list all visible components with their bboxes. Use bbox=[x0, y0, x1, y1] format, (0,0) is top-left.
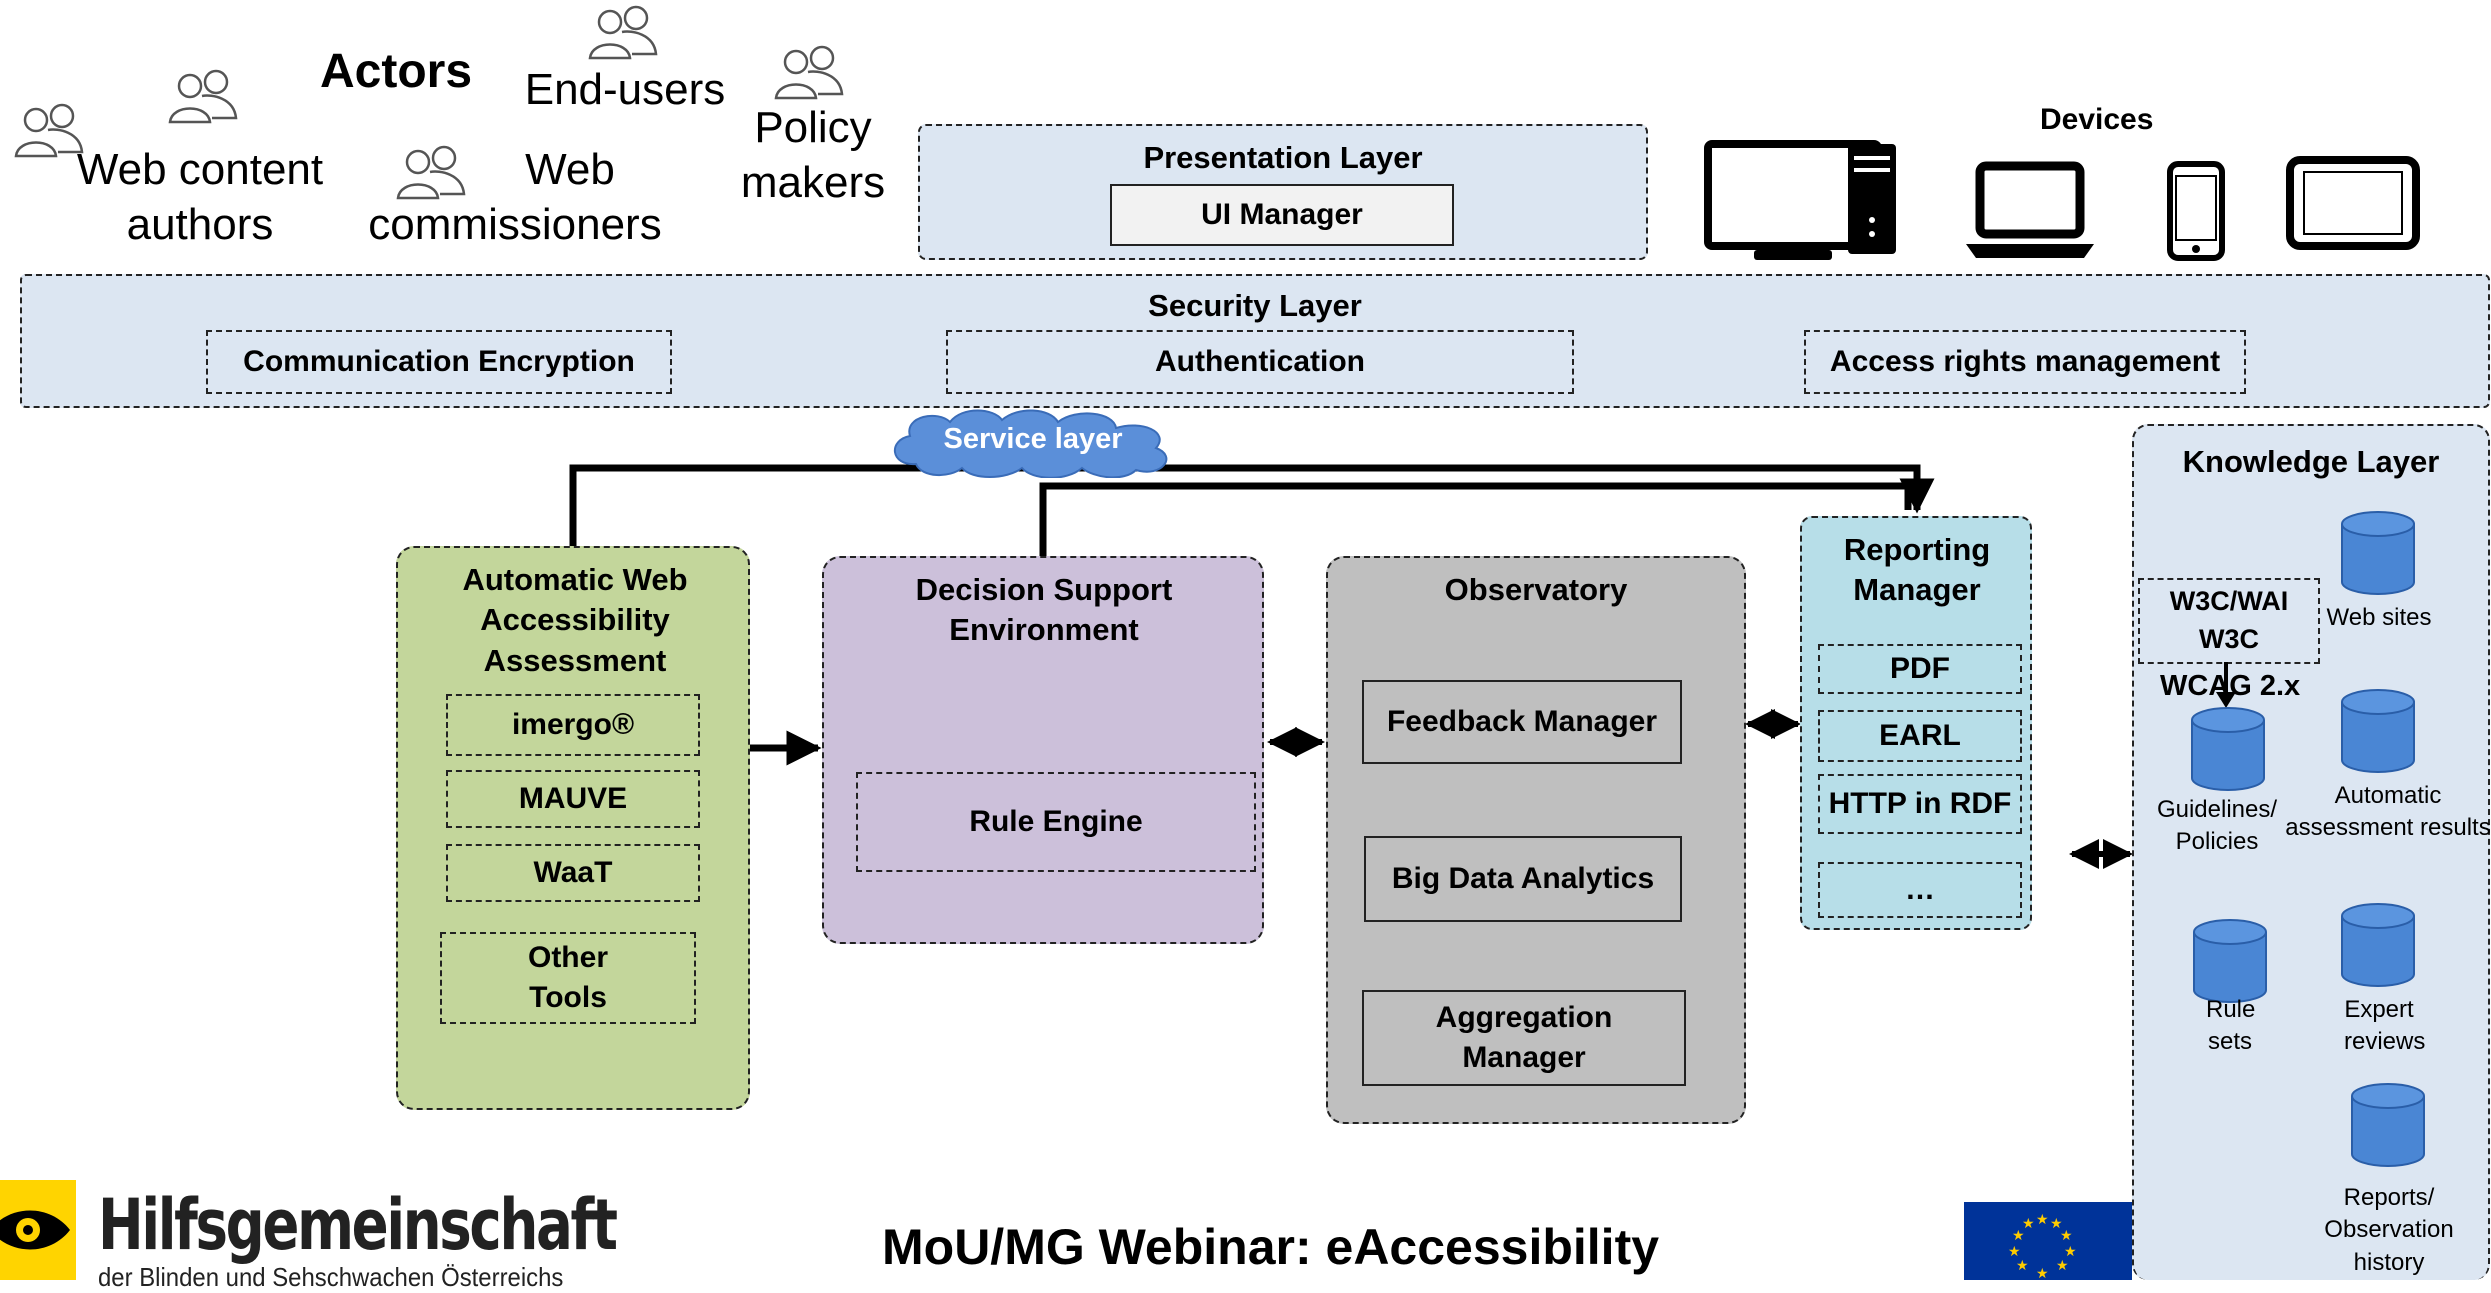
knowledge-layer-title: Knowledge Layer bbox=[2182, 444, 2440, 479]
webinar-title: MoU/MG Webinar: eAccessibility bbox=[882, 1219, 1660, 1275]
svg-text:★: ★ bbox=[2036, 1212, 2049, 1228]
format-earl: EARL bbox=[1818, 710, 2022, 762]
user-group-icon bbox=[168, 69, 238, 124]
smartphone-icon bbox=[2167, 161, 2225, 261]
actors-heading: Actors bbox=[320, 45, 473, 98]
actor-end-users: End-users bbox=[524, 65, 726, 114]
format-pdf: PDF bbox=[1818, 644, 2022, 694]
svg-text:★: ★ bbox=[2022, 1216, 2035, 1232]
authentication: Authentication bbox=[946, 330, 1574, 394]
user-group-icon bbox=[774, 45, 844, 100]
service-layer-label: Service layer bbox=[943, 422, 1123, 455]
tablet-icon bbox=[2286, 156, 2420, 250]
tower-pc-icon bbox=[1848, 144, 1896, 254]
service-bus-line-decision bbox=[1039, 482, 1912, 556]
actor-web-commissioners: Web commissioners bbox=[368, 145, 662, 249]
store-automatic-assessment-results: Automatic assessment results bbox=[2285, 782, 2491, 842]
svg-text:★: ★ bbox=[2060, 1228, 2073, 1244]
reporting-manager-panel: Reporting Manager PDF EARL HTTP in RDF … bbox=[1800, 516, 2032, 930]
presentation-layer-title: Presentation Layer bbox=[1143, 140, 1423, 175]
communication-encryption: Communication Encryption bbox=[206, 330, 672, 394]
big-data-analytics: Big Data Analytics bbox=[1364, 836, 1682, 922]
w3c-wai-box: W3C/WAI W3C bbox=[2138, 578, 2320, 664]
svg-text:★: ★ bbox=[2056, 1258, 2069, 1274]
feedback-manager: Feedback Manager bbox=[1362, 680, 1682, 764]
svg-text:★: ★ bbox=[2008, 1244, 2021, 1260]
decision-support-panel: Decision Support Environment Rule Engine bbox=[822, 556, 1264, 944]
tool-imergo: imergo® bbox=[446, 694, 700, 756]
database-icon bbox=[2341, 511, 2415, 595]
user-group-icon bbox=[14, 103, 84, 158]
actor-web-content-authors: Web content authors bbox=[76, 145, 324, 249]
observatory-title: Observatory bbox=[1444, 572, 1628, 607]
database-icon bbox=[2341, 903, 2415, 987]
database-icon bbox=[2193, 919, 2267, 1003]
access-rights-management: Access rights management bbox=[1804, 330, 2246, 394]
store-reports-observation-history: Reports/ Observation history bbox=[2324, 1184, 2454, 1276]
tool-other: Other Tools bbox=[440, 932, 696, 1024]
knowledge-layer-panel: Knowledge Layer W3C/WAI W3C WCAG 2.x Web… bbox=[2132, 424, 2491, 1280]
svg-text:★: ★ bbox=[2050, 1216, 2063, 1232]
ui-manager: UI Manager bbox=[1110, 184, 1454, 246]
database-icon bbox=[2191, 707, 2265, 791]
eu-flag-icon: ★★★ ★★ ★★ ★★ ★ bbox=[1964, 1202, 2132, 1280]
wcag-arrow-icon bbox=[2216, 662, 2236, 708]
tool-mauve: MAUVE bbox=[446, 770, 700, 828]
actor-policy-makers: Policy makers bbox=[740, 103, 886, 207]
assessment-title: Automatic Web Accessibility Assessment bbox=[462, 562, 688, 678]
store-expert-reviews: Expert reviews bbox=[2344, 996, 2426, 1056]
tool-waat: WaaT bbox=[446, 844, 700, 902]
security-layer: Security Layer Communication Encryption … bbox=[20, 274, 2490, 408]
service-layer-cloud bbox=[893, 409, 1168, 478]
format-http-in-rdf: HTTP in RDF bbox=[1818, 774, 2022, 834]
observatory-panel: Observatory Feedback Manager Big Data An… bbox=[1326, 556, 1746, 1124]
database-icon bbox=[2351, 1083, 2425, 1167]
rule-engine: Rule Engine bbox=[856, 772, 1256, 872]
logo-name: Hilfsgemeinschaft bbox=[98, 1184, 618, 1266]
svg-text:★: ★ bbox=[2012, 1228, 2025, 1244]
devices-title: Devices bbox=[2040, 103, 2154, 136]
svg-text:★: ★ bbox=[2064, 1244, 2077, 1260]
user-group-icon bbox=[588, 5, 658, 60]
store-web-sites: Web sites bbox=[2326, 604, 2432, 631]
reporting-manager-title: Reporting Manager bbox=[1843, 532, 1991, 608]
store-guidelines-policies: Guidelines/ Policies bbox=[2156, 796, 2278, 856]
presentation-layer: Presentation Layer UI Manager bbox=[918, 124, 1648, 260]
decision-support-title: Decision Support Environment bbox=[915, 572, 1173, 648]
service-bus-line-assessment bbox=[569, 464, 1935, 548]
logo-subtitle: der Blinden und Sehschwachen Österreichs bbox=[98, 1262, 564, 1292]
assessment-panel: Automatic Web Accessibility Assessment i… bbox=[396, 546, 750, 1110]
laptop-icon bbox=[1966, 161, 2094, 258]
user-group-icon bbox=[396, 145, 466, 200]
format-more: … bbox=[1818, 862, 2022, 918]
store-rule-sets: Rule sets bbox=[2206, 996, 2256, 1056]
aggregation-manager: Aggregation Manager bbox=[1362, 990, 1686, 1086]
svg-text:★: ★ bbox=[2016, 1258, 2029, 1274]
eye-logo-icon bbox=[0, 1180, 76, 1280]
database-icon bbox=[2341, 689, 2415, 773]
security-layer-title: Security Layer bbox=[1148, 288, 1362, 323]
svg-text:★: ★ bbox=[2036, 1266, 2049, 1280]
